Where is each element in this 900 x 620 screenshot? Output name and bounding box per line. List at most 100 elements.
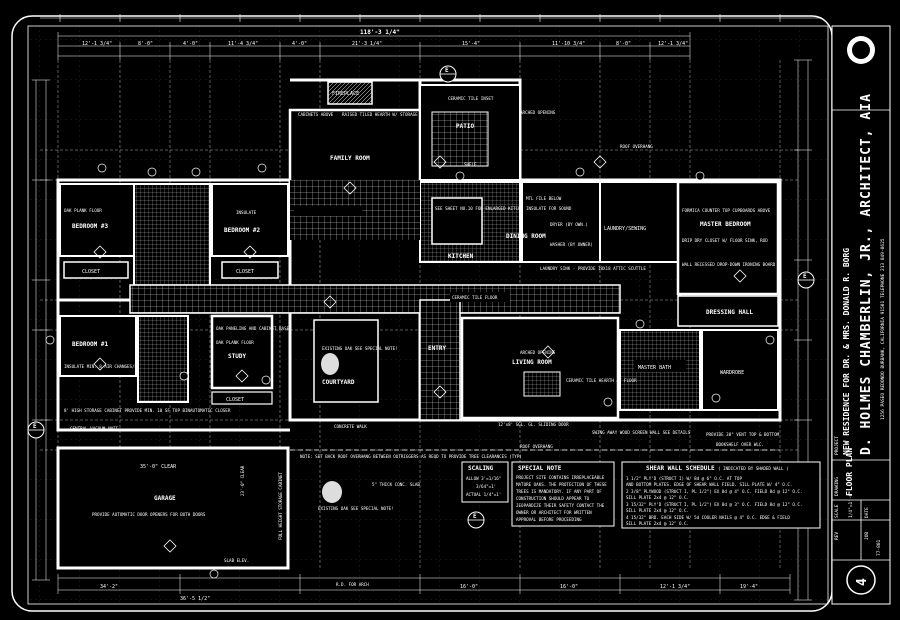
garage-openers-label: PROVIDE AUTOMATIC DOOR OPENERS FOR BOTH … (92, 512, 206, 517)
shear-line-0: 1 1/2" PLY'D (STRUCT I) W/ 8d @ 6" O.C. … (626, 476, 742, 481)
sliding-door-label: 12'x8' SGL. GL. SLIDING DOOR (498, 422, 569, 427)
arched-opening-label: ARCHED OPENING (520, 110, 556, 115)
entry-tile-floor (419, 299, 461, 421)
dim-6: 21'-3 1/4" (352, 41, 382, 47)
wardrobe-label: WARDROBE (720, 370, 744, 376)
living-room-label: LIVING ROOM (512, 359, 552, 366)
drawing-name: FLOOR PLAN (845, 448, 854, 496)
closet-b3 (63, 261, 129, 279)
arched-opening-2-label: ARCHED OPENING (520, 350, 556, 355)
top-dimension-strings (57, 32, 691, 60)
bedroom-3-label: BEDROOM #3 (72, 223, 109, 230)
elevation-marker-right: E (797, 271, 815, 289)
dryer-label: DRYER (BY OWN.) (550, 222, 588, 227)
formica-counter-label: FORMICA COUNTER TOP CUPBOARDS ABOVE (682, 208, 771, 213)
room-living (460, 316, 620, 420)
fireplace-block (327, 81, 373, 105)
shear-line-7: SILL PLATE 2x4 @ 12" O.C. (626, 521, 689, 526)
provide-outlet-label: PROVIDE 30" VENT TOP & BOTTOM (706, 432, 780, 437)
dim-overall: 118'-3 1/4" (360, 29, 400, 36)
project-name: NEW RESIDENCE FOR DR. & MRS. DONALD R. B… (842, 248, 851, 455)
bath-2-tile (137, 315, 189, 403)
scaling-note-box (461, 461, 509, 503)
auto-door-label: AUTOMATIC CLOSER (190, 408, 231, 413)
scaling-title: SCALING (468, 465, 494, 472)
dim-10: 12'-1 3/4" (658, 41, 688, 47)
svg-text:E: E (473, 513, 477, 520)
closet-study-label: CLOSET (226, 397, 244, 403)
laundry-sink-label: LAUNDRY SINK - PROVIDE 18X18 ATTIC SCUTT… (540, 266, 646, 271)
special-note-line-1: MATURE OAKS. THE PROTECTION OF THESE (516, 482, 607, 487)
shear-subtitle: ( INDICATED BY SHADED WALL ) (718, 466, 789, 471)
closet-b2-label: CLOSET (236, 269, 254, 275)
living-hearth (523, 371, 561, 397)
shear-title: SHEAR WALL SCHEDULE (646, 465, 715, 472)
detail-circle-tags (45, 163, 775, 579)
elevation-marker-bottom: E (467, 511, 485, 529)
sheet-number: 4 (855, 577, 870, 586)
shelf-label: SHELF (464, 162, 477, 167)
room-dressing-hall (677, 295, 779, 327)
dim-b1: 34'-2" (100, 584, 118, 590)
raised-hearth-label: RAISED TILED HEARTH W/ STORAGE BELOW (342, 112, 433, 117)
closet-b3-label: CLOSET (82, 269, 100, 275)
patio-label: PATIO (456, 123, 474, 130)
gallery-label-bg (294, 206, 362, 216)
family-room-label: FAMILY ROOM (330, 155, 370, 162)
sheet-number-badge (846, 565, 876, 595)
full-height-cabinet-label: FULL HEIGHT STORAGE CABINET (278, 471, 283, 540)
room-bedroom-1 (59, 315, 137, 377)
corridor-tile-floor (129, 284, 621, 314)
closet-study (211, 391, 273, 405)
shear-line-2: 2 3/8" PLYWOOD (STRUCT I, PL 1/2") EX 8d… (626, 489, 802, 494)
shear-line-3: SILL PLATE 2x4 @ 12" O.C. (626, 495, 689, 500)
insulate-bath-label: INSULATE MIN. 8 AIR CHANGES/HR (64, 364, 140, 369)
svg-text:E: E (33, 423, 37, 430)
kitchen-island (431, 197, 483, 245)
scaling-line-2: ACTUAL 1/4"=1' (466, 492, 501, 497)
room-study (210, 314, 274, 390)
set-back-note: NOTE: SET BACK ROOF OVERHANG BETWEEN OUT… (300, 454, 522, 459)
bedroom-2-label: BEDROOM #2 (224, 227, 261, 234)
existing-oak-tree-courtyard (321, 353, 339, 375)
scaling-line-0: ALLOW 3'=1/16" (466, 476, 501, 481)
dining-room-label: DINING ROOM (506, 233, 546, 240)
special-note-line-4: JEOPARDIZE THEIR SAFETY CONTACT THE (516, 503, 605, 508)
insulate-label: INSULATE (236, 210, 257, 215)
clear-23-label: 23'-0" CLEAR (240, 465, 245, 496)
fireplace-label: FIREPLACE (332, 91, 359, 97)
cabinets-above-label: CABINETS ABOVE (298, 112, 334, 117)
master-bedroom-label: MASTER BEDROOM (700, 221, 751, 228)
courtyard-label: COURTYARD (322, 379, 355, 386)
central-vacuum-label: CENTRAL VACUUM UNIT (70, 426, 118, 431)
special-note-box (511, 461, 615, 527)
shear-line-4: 3 15/32" PLY'D (STRUCT I, PL 1/2") EX 8d… (626, 502, 802, 507)
top-ruler (40, 14, 820, 22)
existing-oak-2-label: EXISTING OAK SEE SPECIAL NOTE! (318, 506, 394, 511)
room-master-bedroom (676, 180, 780, 296)
room-laundry (599, 181, 679, 263)
kitchen-label: KITCHEN (448, 253, 474, 260)
dim-9: 8'-0" (616, 41, 631, 47)
drawing-label: DRAWING (834, 477, 840, 496)
room-dining (521, 181, 601, 263)
slab-elev-label: SLAB ELEV. (224, 558, 249, 563)
roof-overhang-2-label: ROOF OVERHANG (520, 444, 553, 449)
laundry-label: LAUNDRY/SEWING (604, 226, 646, 232)
patio-tile-inset (431, 111, 489, 167)
job-label: JOB (864, 532, 870, 540)
room-bedroom-3 (59, 183, 135, 257)
dim-7: 15'-4" (462, 41, 480, 47)
concrete-walk-label: CONCRETE WALK (334, 424, 367, 429)
clear-35-label: 35'-0" CLEAR (140, 464, 177, 470)
ceramic-floor-label-bg (450, 292, 510, 302)
ceramic-tile-inset-label: CERAMIC TILE INSET (448, 96, 494, 101)
dim-1: 12'-1 3/4" (82, 41, 112, 47)
storage-cabinet-label: 8' HIGH STORAGE CABINET PROVIDE MIN. 10 … (64, 408, 191, 413)
shear-line-6: 4 15/32" BRD. EACH SIDE W/ 5d COOLER NAI… (626, 515, 790, 520)
special-note-title: SPECIAL NOTE (518, 465, 562, 472)
elevation-marker-top: E (439, 65, 457, 83)
bottom-dimension-strings (57, 574, 791, 594)
entry-label: ENTRY (428, 345, 446, 352)
